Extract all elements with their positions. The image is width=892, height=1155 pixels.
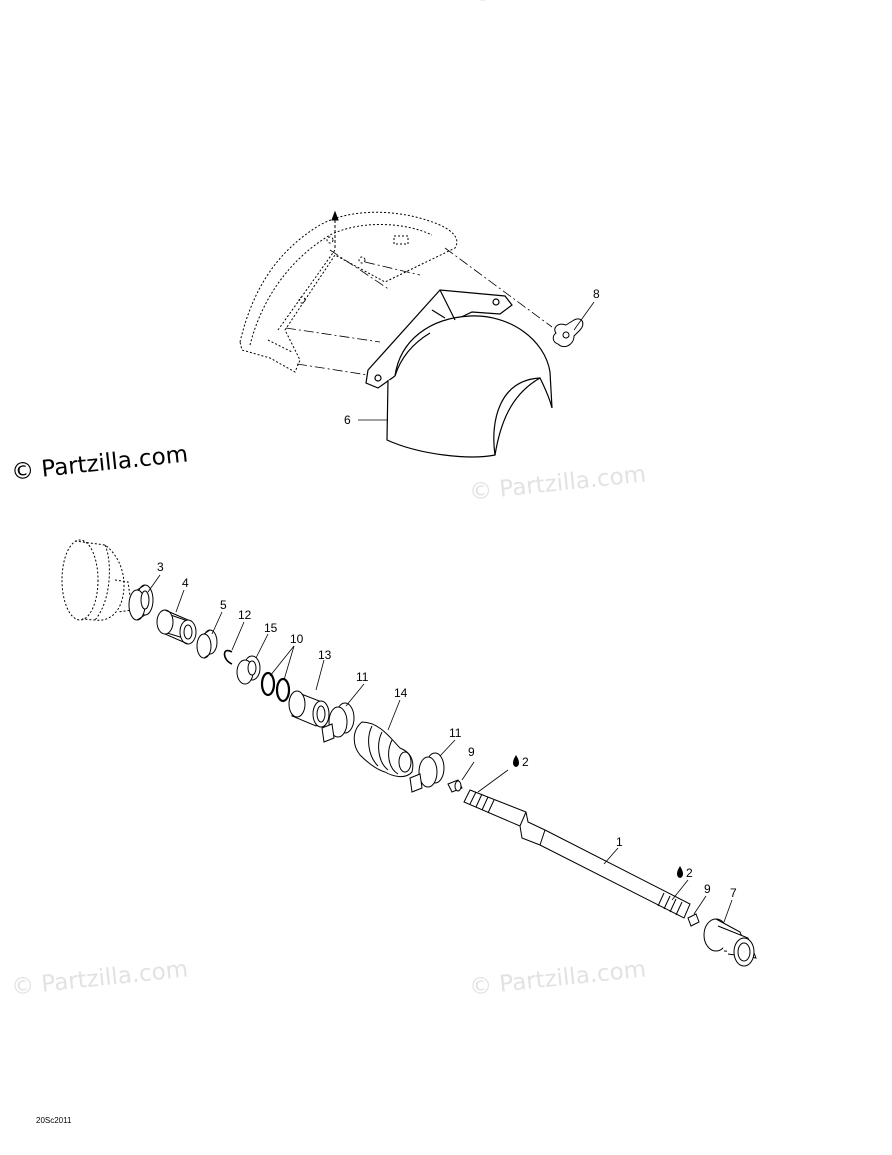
cover-part-6 xyxy=(365,289,553,458)
callout-2-lower: 2 xyxy=(686,866,693,880)
callout-leaders xyxy=(147,301,733,923)
callout-2-upper: 2 xyxy=(522,755,529,769)
clamp-part-11-upper xyxy=(321,702,355,743)
fitting-part-9-lower xyxy=(687,913,700,927)
diagram-code: 20Sc2011 xyxy=(36,1116,72,1125)
callout-14: 14 xyxy=(394,686,408,700)
bearing-part-5 xyxy=(196,629,218,659)
clamp-part-11-lower xyxy=(409,752,445,793)
bushing-part-4 xyxy=(156,609,197,645)
callout-9-lower: 9 xyxy=(704,882,711,896)
circlip-part-12 xyxy=(223,649,233,665)
callout-7: 7 xyxy=(730,886,737,900)
outer-housing-dashed xyxy=(239,211,458,373)
boot-part-14 xyxy=(353,721,414,778)
callout-4: 4 xyxy=(182,576,189,590)
callout-6: 6 xyxy=(344,413,351,427)
wing-nut-part-8 xyxy=(552,318,584,348)
callout-9-upper: 9 xyxy=(468,745,475,759)
callout-5: 5 xyxy=(220,598,227,612)
drive-shaft-part-1 xyxy=(463,789,691,919)
fitting-part-9-upper xyxy=(447,779,463,793)
callout-10: 10 xyxy=(290,632,304,646)
callout-13: 13 xyxy=(318,648,332,662)
alignment-lines xyxy=(285,247,553,376)
callout-11-lower: 11 xyxy=(449,726,462,740)
arrow-up-icon xyxy=(331,210,339,248)
callout-1: 1 xyxy=(616,835,623,849)
tube-part-13 xyxy=(288,690,330,728)
bearing-part-3 xyxy=(128,584,154,621)
callout-15: 15 xyxy=(264,621,278,635)
seal-part-15 xyxy=(236,655,261,685)
oil-drop-icon xyxy=(677,866,683,878)
callout-8: 8 xyxy=(593,287,600,301)
callout-3: 3 xyxy=(157,560,164,574)
callout-11-upper: 11 xyxy=(356,670,369,684)
bearing-housing-part-7 xyxy=(703,918,757,967)
o-rings-part-10 xyxy=(260,671,291,703)
callout-numbers: 8 6 3 4 5 12 15 10 13 11 14 11 9 2 1 2 9… xyxy=(157,287,737,900)
drive-pulley-dashed xyxy=(61,539,133,621)
callout-12: 12 xyxy=(238,608,252,622)
oil-drop-icon xyxy=(513,755,519,767)
